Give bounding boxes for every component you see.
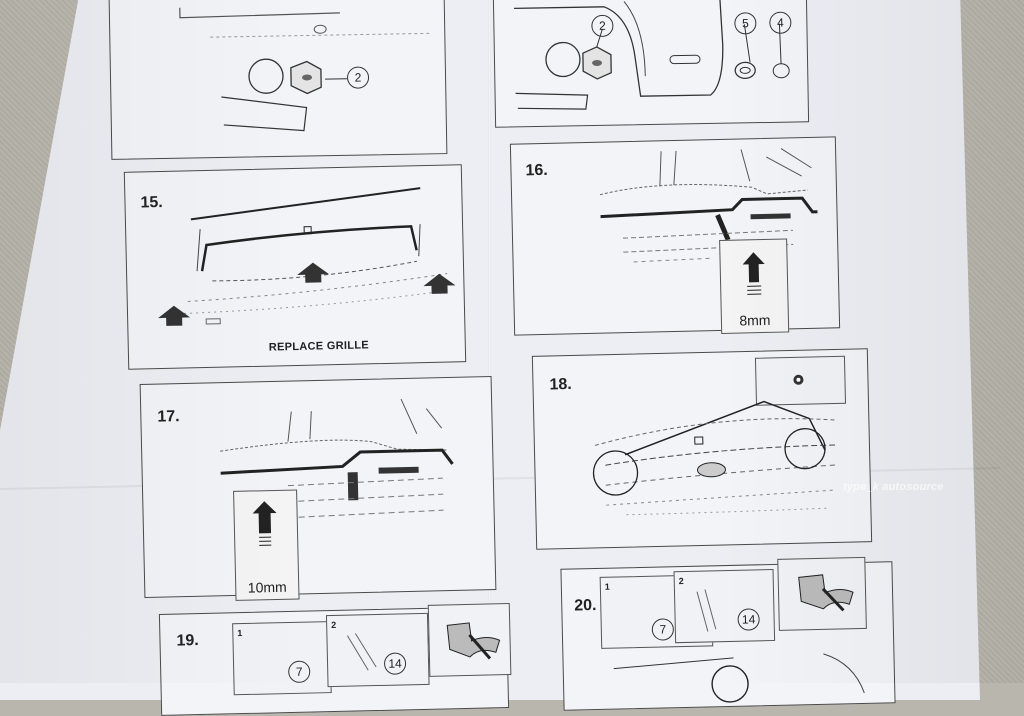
subpanel-19-tool bbox=[427, 602, 512, 677]
subpanel-19-2: 2 14 bbox=[325, 612, 430, 688]
grille-drawing bbox=[158, 187, 456, 326]
watermark-text: type_k autosource bbox=[843, 481, 944, 493]
clip-detail-drawing bbox=[793, 374, 804, 385]
panel-step-19: 19. 1 7 2 14 bbox=[158, 602, 512, 716]
bumper-drawing-17 bbox=[220, 398, 454, 519]
panel-top-left-drawing bbox=[179, 7, 431, 132]
subpanel-19-1: 1 7 bbox=[232, 621, 332, 696]
panel-step-18: 18. bbox=[531, 348, 873, 550]
subpanel-20-tool bbox=[777, 556, 867, 631]
paper-fold-vertical bbox=[488, 0, 491, 683]
subpanel-number: 1 bbox=[237, 628, 243, 639]
panel-step-20: 20. 1 7 2 14 bbox=[560, 556, 896, 711]
panel-top-right: 2 5 4 bbox=[492, 0, 810, 128]
measure-box-16: 8mm bbox=[719, 238, 790, 334]
measure-box-17: 10mm bbox=[233, 489, 300, 601]
grille-front-drawing bbox=[592, 400, 836, 516]
panel-drawing bbox=[696, 589, 717, 632]
panel-step-15: 15. REPLACE GRILLE bbox=[123, 164, 467, 370]
up-arrow-icon bbox=[742, 252, 765, 295]
panel-step-17: 17. 10mm bbox=[139, 376, 497, 601]
panel-top-right-drawing bbox=[514, 0, 790, 110]
up-arrow-icon bbox=[252, 501, 277, 546]
panel-drawing bbox=[347, 633, 377, 671]
bumper-drawing-16 bbox=[599, 148, 818, 263]
callout-7: 7 bbox=[287, 660, 311, 684]
pry-tool-icon bbox=[798, 574, 854, 612]
panel-top-left: 2 bbox=[108, 0, 448, 160]
lower-drawing-20 bbox=[613, 653, 865, 703]
step-number: 19. bbox=[176, 632, 199, 650]
pry-tool-icon bbox=[446, 622, 501, 660]
measure-label-10mm: 10mm bbox=[247, 578, 287, 596]
subpanel-20-2: 2 14 bbox=[673, 568, 776, 644]
detail-inset-18 bbox=[754, 355, 847, 406]
caption-replace-grille: REPLACE GRILLE bbox=[268, 339, 370, 354]
panel-step-16: 16. 8mm bbox=[509, 136, 841, 336]
measure-label-8mm: 8mm bbox=[739, 311, 771, 329]
